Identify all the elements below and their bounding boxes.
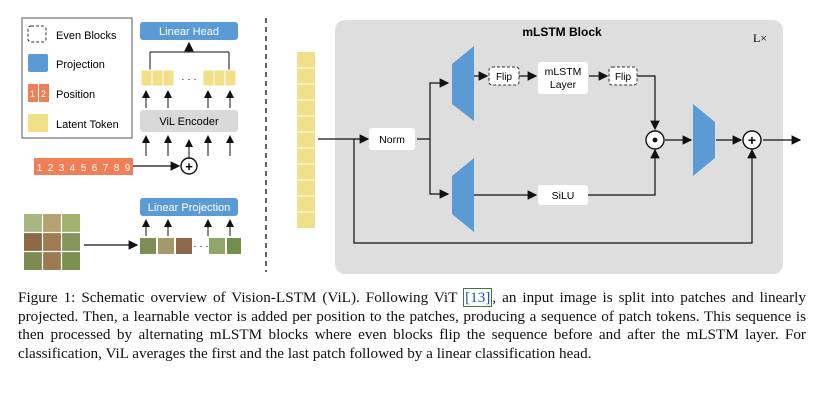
add-position-circle — [180, 157, 198, 175]
patch-sequence — [140, 238, 241, 254]
position-number-3: 3 — [59, 163, 65, 174]
legend-position-swatch-2 — [39, 84, 49, 102]
residual-add-symbol: + — [748, 132, 756, 148]
silu-box — [538, 185, 588, 205]
mlstm-layer-label-1: mLSTM — [545, 66, 582, 78]
linear-head-box — [140, 22, 238, 40]
legend-position-label: Position — [56, 89, 95, 101]
legend-latent-swatch — [28, 114, 48, 132]
mlstm-block: mLSTM Block L× — [297, 20, 802, 274]
caption-text-1: Figure 1: Schematic overview of Vision-L… — [18, 289, 464, 306]
position-number-1: 1 — [37, 163, 43, 174]
legend-projection-label: Projection — [56, 59, 105, 71]
vil-encoder-label: ViL Encoder — [159, 116, 219, 128]
position-number-7: 7 — [103, 163, 109, 174]
linear-projection-label: Linear Projection — [148, 202, 231, 214]
position-number-4: 4 — [70, 163, 76, 174]
up-projection-bottom — [452, 158, 474, 232]
linear-projection-box — [140, 198, 238, 216]
caption-text-2: , an input image is split into patches a… — [18, 289, 806, 362]
legend-projection-swatch — [28, 54, 48, 72]
encoder-pipeline: Linear Head · · · ViL Encoder — [24, 22, 241, 270]
figure-caption: Figure 1: Schematic overview of Vision-L… — [18, 288, 806, 363]
vil-encoder-box — [140, 110, 238, 132]
input-image — [24, 214, 80, 270]
gate-multiply-dot — [652, 137, 658, 143]
flip-in-box — [488, 66, 520, 86]
vil-figure: Even Blocks Projection 1 2 Position Late… — [21, 17, 802, 274]
legend-position-icon-2: 2 — [41, 89, 46, 99]
legend-even-blocks-label: Even Blocks — [56, 30, 117, 42]
norm-box — [369, 128, 415, 150]
position-number-5: 5 — [81, 163, 87, 174]
legend-latent-label: Latent Token — [56, 119, 119, 131]
legend-position-swatch-1 — [28, 84, 38, 102]
flip-out-label: Flip — [615, 72, 632, 83]
add-position-symbol: + — [185, 159, 193, 174]
down-projection — [693, 104, 715, 176]
legend-even-blocks-swatch — [27, 25, 47, 43]
legend: Even Blocks Projection 1 2 Position Late… — [21, 17, 133, 139]
latent-token-strip — [140, 69, 237, 87]
legend-position-icon-1: 1 — [30, 89, 35, 99]
linear-head-label: Linear Head — [159, 26, 219, 38]
mlstm-layer-label-2: Layer — [550, 79, 577, 91]
position-number-8: 8 — [114, 163, 120, 174]
flip-out-box — [608, 66, 638, 86]
silu-label: SiLU — [552, 190, 575, 202]
citation-link[interactable]: [13] — [463, 288, 493, 307]
position-strip — [34, 158, 133, 175]
norm-label: Norm — [379, 134, 405, 146]
position-number-6: 6 — [92, 163, 98, 174]
patch-dots: · · · — [193, 241, 209, 252]
up-projection-top — [452, 46, 474, 121]
mlstm-layer-box — [538, 62, 588, 94]
flip-in-label: Flip — [496, 72, 513, 83]
latent-dots: · · · — [181, 74, 197, 85]
residual-add-circle — [742, 130, 762, 150]
vil-schematic: Even Blocks Projection 1 2 Position Late… — [21, 17, 802, 274]
repeat-label: L× — [753, 31, 767, 45]
position-number-9: 9 — [125, 163, 131, 174]
mlstm-block-title: mLSTM Block — [522, 25, 602, 39]
position-numbers: 1 2 3 4 5 6 7 8 9 — [37, 163, 131, 174]
position-number-2: 2 — [48, 163, 54, 174]
latent-input-column — [297, 52, 315, 228]
